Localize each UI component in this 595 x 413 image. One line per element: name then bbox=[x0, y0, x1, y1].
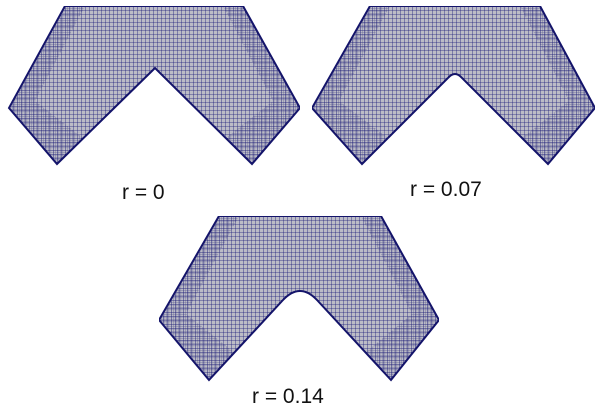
mesh-panel-r007 bbox=[312, 6, 595, 166]
mesh-shape-r007 bbox=[312, 6, 595, 166]
caption-r0: r = 0 bbox=[122, 181, 165, 204]
mesh-shape-r014 bbox=[159, 216, 439, 382]
mesh-shape-r0 bbox=[7, 6, 300, 166]
caption-r014: r = 0.14 bbox=[252, 385, 324, 408]
mesh-panel-r0 bbox=[5, 6, 300, 166]
mesh-panel-r014 bbox=[159, 216, 439, 382]
caption-r007: r = 0.07 bbox=[410, 178, 482, 201]
